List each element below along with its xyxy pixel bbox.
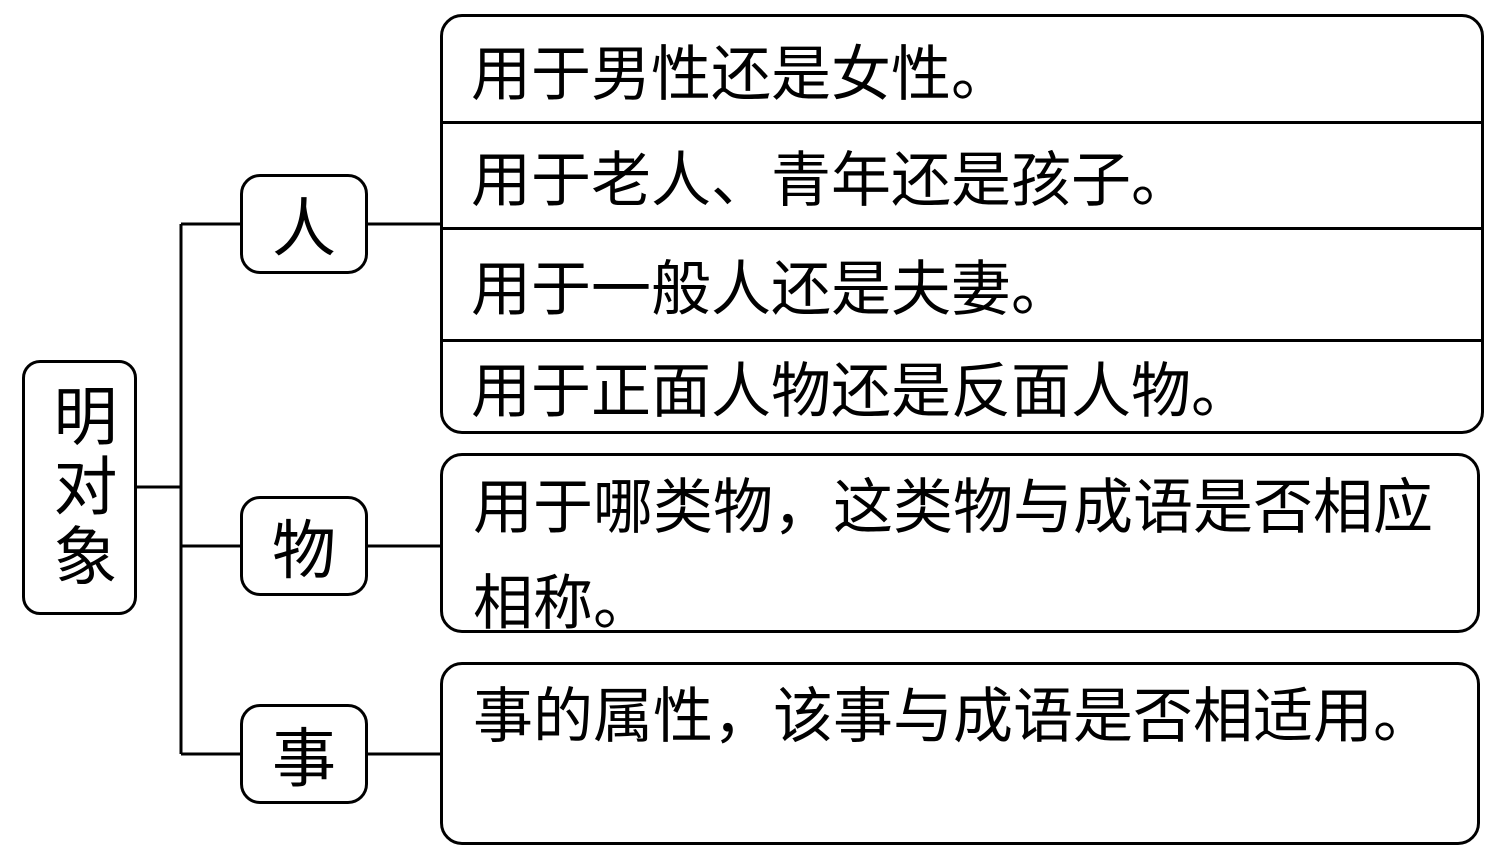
- event-criteria-box: 事的属性，该事与成语是否相适用。: [440, 662, 1480, 845]
- object-criterion-text: 用于哪类物，这类物与成语是否相应相称。: [473, 473, 1433, 639]
- event-criterion-text: 事的属性，该事与成语是否相适用。: [473, 682, 1433, 752]
- category-person-label: 人: [272, 193, 336, 267]
- person-criteria-group: 用于男性还是女性。 用于老人、青年还是孩子。 用于一般人还是夫妻。 用于正面人物…: [440, 14, 1484, 434]
- category-event-label: 事: [272, 723, 336, 797]
- person-criterion-role: 用于正面人物还是反面人物。: [443, 339, 1481, 431]
- category-event: 事: [240, 704, 368, 804]
- root-node: 明对象: [22, 360, 137, 615]
- person-criterion-age: 用于老人、青年还是孩子。: [443, 121, 1481, 227]
- category-object: 物: [240, 496, 368, 596]
- category-person: 人: [240, 174, 368, 274]
- category-object-label: 物: [272, 515, 336, 589]
- person-criterion-gender: 用于男性还是女性。: [471, 39, 1011, 110]
- object-criteria-box: 用于哪类物，这类物与成语是否相应相称。: [440, 453, 1480, 639]
- person-criterion-relation: 用于一般人还是夫妻。: [443, 227, 1481, 339]
- root-label: 明对象: [42, 382, 117, 593]
